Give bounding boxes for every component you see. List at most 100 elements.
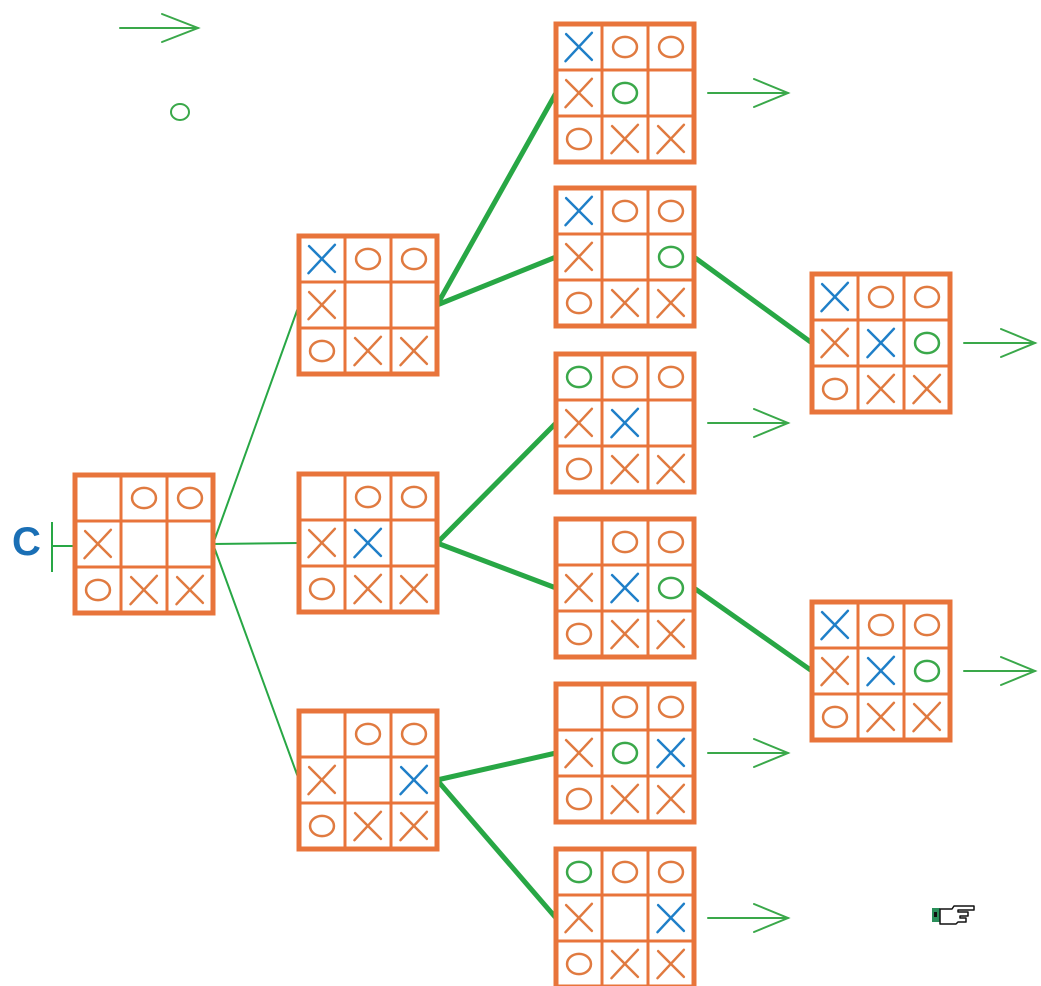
cell-o-mark [400, 247, 428, 271]
cell-x-mark [353, 810, 383, 842]
cell-o-mark [565, 127, 593, 151]
cell-x-mark [610, 948, 640, 980]
cell-o-mark [559, 852, 599, 892]
cell-x-mark [912, 373, 942, 405]
cell-x-mark [866, 701, 896, 733]
cell-x-mark [605, 568, 645, 608]
legend-o-symbol [170, 103, 190, 121]
cell-o-mark [354, 722, 382, 746]
cell-o-mark [130, 486, 158, 510]
tree-edge-root-a [212, 304, 300, 545]
terminal-arrow-icon [707, 78, 791, 108]
cell-x-mark [399, 335, 429, 367]
board-a [296, 233, 440, 377]
cell-o-mark [657, 530, 685, 554]
cell-x-mark [610, 453, 640, 485]
cell-x-mark [861, 651, 901, 691]
cell-x-mark [861, 323, 901, 363]
board-a2x [809, 271, 953, 415]
cell-x-mark [815, 605, 855, 645]
cell-x-mark [912, 701, 942, 733]
cell-x-mark [866, 373, 896, 405]
cell-x-mark [564, 902, 594, 934]
cell-o-mark [565, 622, 593, 646]
terminal-arrow-icon [707, 903, 791, 933]
cell-o-mark [651, 568, 691, 608]
cell-x-mark [605, 403, 645, 443]
cell-o-mark [657, 695, 685, 719]
board-b [296, 471, 440, 615]
root-label: C [12, 520, 41, 564]
cell-x-mark [353, 573, 383, 605]
cell-x-mark [399, 573, 429, 605]
tree-edge-root-c [212, 543, 300, 781]
tree-edge-c-c2 [434, 777, 559, 921]
cell-x-mark [399, 810, 429, 842]
cell-o-mark [867, 613, 895, 637]
cell-x-mark [175, 574, 205, 606]
cell-x-mark [348, 523, 388, 563]
cell-o-mark [821, 377, 849, 401]
cell-x-mark [564, 241, 594, 273]
cell-x-mark [307, 289, 337, 321]
cell-o-mark [657, 860, 685, 884]
tree-edge-b-b1 [434, 420, 559, 546]
cell-x-mark [656, 948, 686, 980]
terminal-arrow-icon [707, 738, 791, 768]
pointing-hand-icon [932, 905, 975, 925]
cell-o-mark [913, 285, 941, 309]
cell-x-mark [815, 277, 855, 317]
cell-o-mark [867, 285, 895, 309]
cell-o-mark [354, 485, 382, 509]
tree-edge-a-a2 [434, 254, 559, 308]
cell-x-mark [656, 287, 686, 319]
cell-o-mark [657, 199, 685, 223]
cell-x-mark [564, 737, 594, 769]
cell-x-mark [353, 335, 383, 367]
cell-o-mark [611, 199, 639, 223]
board-b1 [553, 351, 697, 495]
cell-o-mark [84, 578, 112, 602]
cell-o-mark [176, 486, 204, 510]
board-c1 [553, 681, 697, 825]
cell-o-mark [913, 613, 941, 637]
cell-o-mark [907, 651, 947, 691]
cell-o-mark [308, 577, 336, 601]
cell-o-mark [651, 237, 691, 277]
cell-o-mark [611, 695, 639, 719]
cell-o-mark [657, 35, 685, 59]
cell-x-mark [394, 760, 434, 800]
board-c2 [553, 846, 697, 986]
terminal-arrow-icon [963, 328, 1038, 358]
cell-o-mark [308, 339, 336, 363]
tree-edge-root-b [212, 542, 300, 545]
cell-x-mark [820, 655, 850, 687]
cell-o-mark [565, 291, 593, 315]
tree-edge-c-c1 [434, 750, 559, 783]
cell-x-mark [610, 287, 640, 319]
cell-o-mark [611, 365, 639, 389]
tree-edge-a-a1 [434, 90, 559, 308]
tree-edge-b2-b2x [691, 585, 815, 674]
cell-o-mark [605, 733, 645, 773]
board-b2 [553, 516, 697, 660]
cell-x-mark [651, 898, 691, 938]
cell-x-mark [564, 407, 594, 439]
terminal-arrow-icon [707, 408, 791, 438]
cell-o-mark [611, 530, 639, 554]
cell-x-mark [559, 27, 599, 67]
board-root [72, 472, 216, 616]
board-a2 [553, 185, 697, 329]
terminal-arrow-icon [963, 656, 1038, 686]
cell-o-mark [611, 35, 639, 59]
cell-o-mark [400, 722, 428, 746]
cell-o-mark [565, 952, 593, 976]
cell-x-mark [83, 528, 113, 560]
board-b2x [809, 599, 953, 743]
tree-edge-a2-a2x [691, 254, 815, 346]
cell-x-mark [651, 733, 691, 773]
cell-x-mark [656, 618, 686, 650]
legend-arrow-icon [119, 13, 201, 43]
cell-o-mark [354, 247, 382, 271]
